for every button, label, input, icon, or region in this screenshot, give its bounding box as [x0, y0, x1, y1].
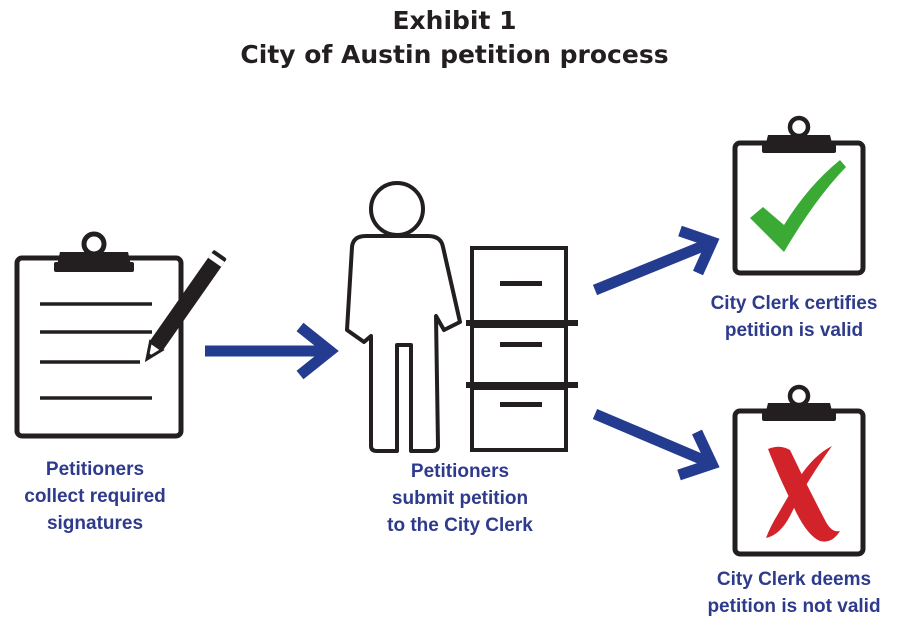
arrow-right-icon	[205, 322, 339, 380]
caption-line: signatures	[46, 513, 144, 534]
caption-line: City Clerk certifies	[710, 293, 878, 314]
diagram-title: City of Austin petition process	[240, 40, 669, 69]
outcome-invalid-caption: City Clerk deems petition is not valid	[679, 566, 909, 620]
outcome-valid-caption: City Clerk certifies petition is valid	[679, 290, 909, 344]
caption-line: City Clerk deems	[716, 569, 872, 590]
caption-line: petition is not valid	[707, 596, 881, 617]
arrow-down-right-icon	[592, 408, 720, 481]
caption-line: collect required	[24, 486, 166, 507]
caption-line: submit petition	[391, 488, 529, 509]
clipboard-pen-icon	[14, 231, 227, 439]
arrow-up-right-icon	[592, 225, 720, 296]
caption-line: Petitioners	[410, 461, 510, 482]
petition-stack-icon	[466, 246, 578, 452]
clipboard-check-icon	[732, 115, 866, 276]
caption-line: to the City Clerk	[387, 515, 533, 536]
exhibit-label: Exhibit 1	[392, 6, 517, 35]
clipboard-x-icon	[732, 384, 866, 557]
caption-line: petition is valid	[724, 320, 864, 341]
step-collect-caption: Petitioners collect required signatures	[0, 456, 190, 537]
step-submit-caption: Petitioners submit petition to the City …	[345, 458, 575, 539]
person-icon	[345, 181, 462, 453]
caption-line: Petitioners	[45, 459, 145, 480]
